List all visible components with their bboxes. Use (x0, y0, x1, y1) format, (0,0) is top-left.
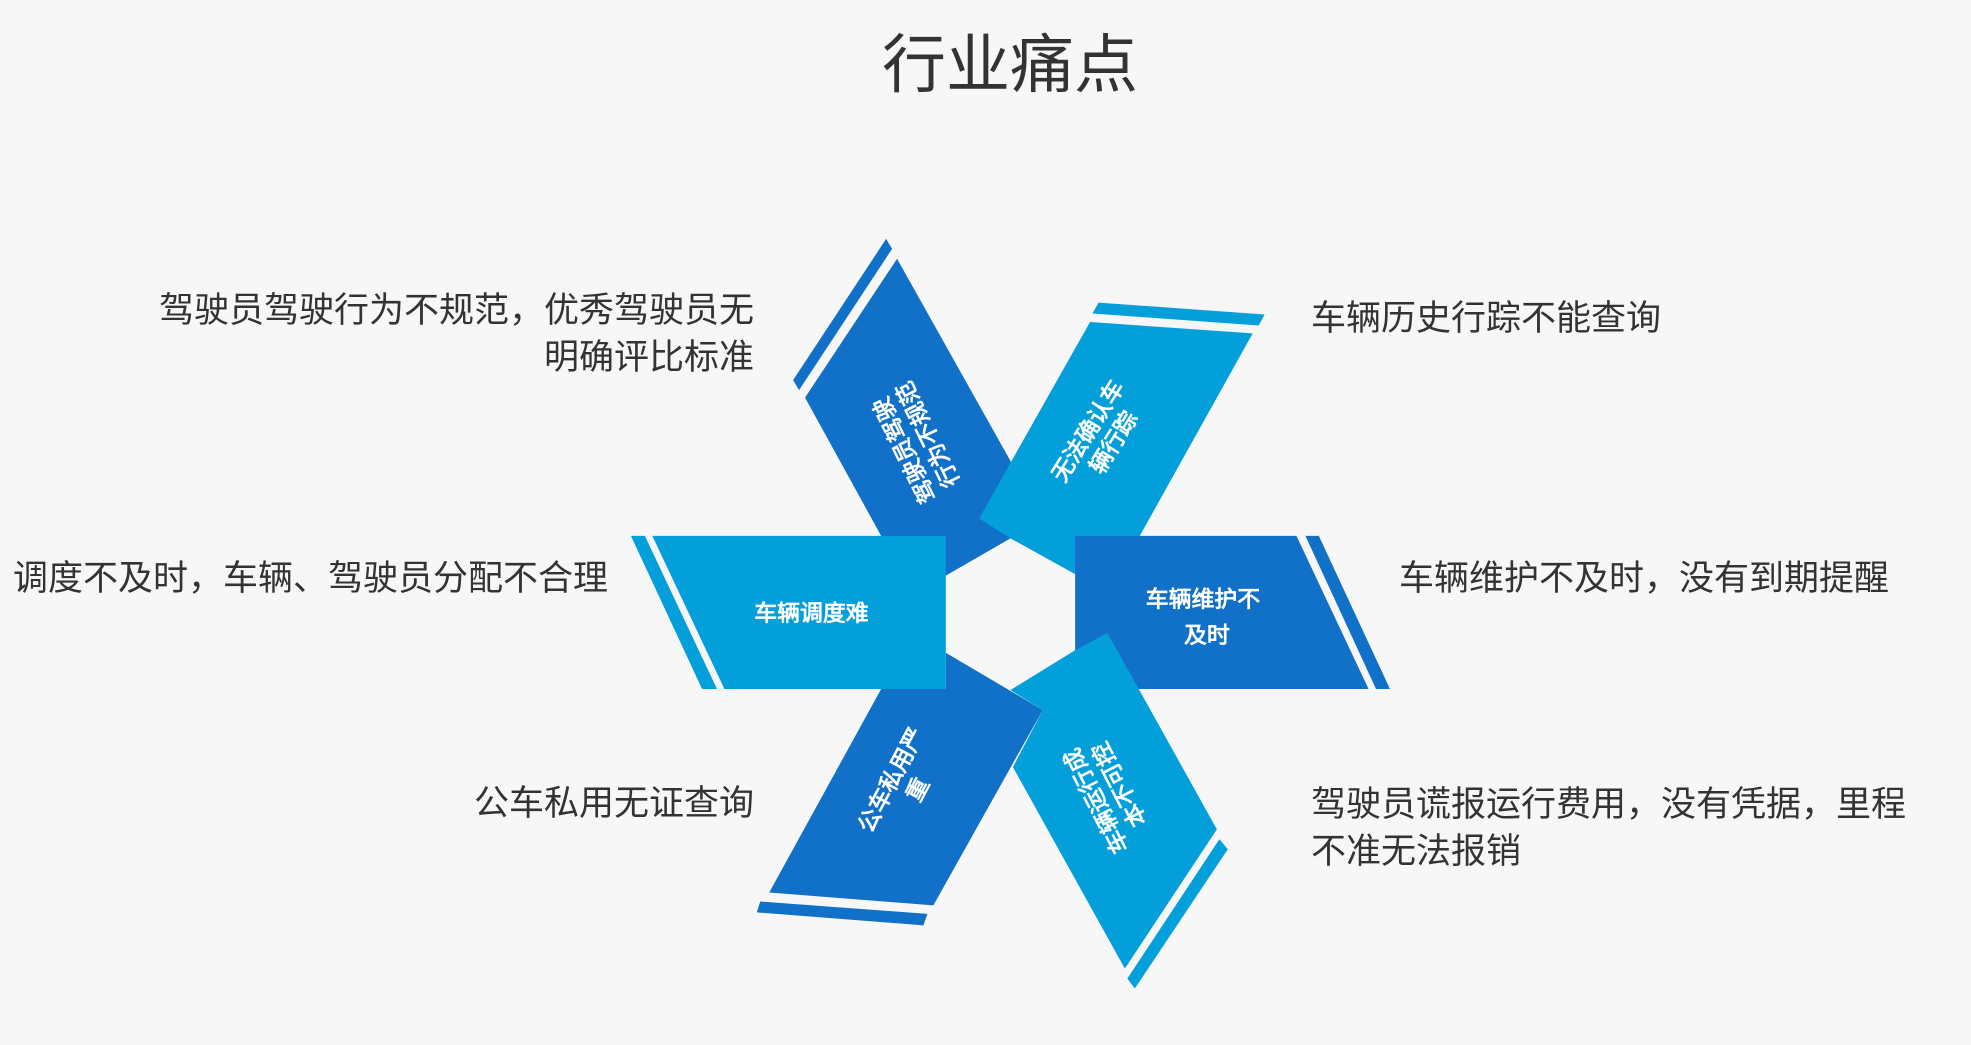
description-private-use: 公车私用无证查询 (474, 781, 754, 828)
description-driver-behavior: 驾驶员驾驶行为不规范，优秀驾驶员无 明确评比标准 (159, 288, 754, 382)
petal-text: 及时 (1184, 623, 1230, 649)
petal-driver-behavior: 驾驶员驾驶 行为不规范 (793, 238, 1021, 576)
petal-stripe (630, 535, 717, 690)
petal-track-unknown: 无法确认车 辆行踪 (979, 302, 1265, 575)
petal-private-use: 公车私用严 重 (756, 652, 1043, 926)
petal-shape (769, 652, 1043, 906)
description-line: 驾驶员谎报运行费用，没有凭据，里程 (1311, 785, 1907, 825)
description-maintenance: 车辆维护不及时，没有到期提醒 (1399, 556, 1889, 603)
petal-shape (1075, 535, 1369, 690)
petal-cost: 车辆运行成 本不可控 (1010, 632, 1228, 989)
description-line: 不准无法报销 (1311, 832, 1522, 872)
description-line: 调度不及时，车辆、驾驶员分配不合理 (13, 559, 609, 599)
petal-dispatch: 车辆调度难 (630, 535, 946, 690)
petal-text: 车辆维护不 (1146, 586, 1261, 613)
description-line: 明确评比标准 (543, 338, 754, 378)
page-title: 行业痛点 (882, 29, 1138, 103)
description-line: 公车私用无证查询 (473, 784, 754, 824)
petal-shape (979, 321, 1253, 575)
petal-stripe (1092, 302, 1265, 326)
svg-text:车辆维护不 及时: 车辆维护不 及时 (1146, 586, 1268, 649)
description-line: 车辆历史行踪不能查询 (1311, 299, 1662, 339)
petal-stripe (756, 901, 928, 926)
description-line: 驾驶员驾驶行为不规范，优秀驾驶员无 (158, 291, 754, 331)
description-track-unknown: 车辆历史行踪不能查询 (1311, 296, 1661, 343)
petal-shape (1010, 632, 1217, 969)
petal-maintenance: 车辆维护不 及时 (1075, 535, 1390, 690)
petal-shape (652, 535, 946, 690)
petal-shape (805, 258, 1021, 576)
petal-text: 车辆调度难 (754, 600, 869, 627)
petal-stripe (1127, 839, 1228, 989)
petal-stripe (1305, 535, 1390, 690)
description-cost: 驾驶员谎报运行费用，没有凭据，里程 不准无法报销 (1311, 782, 1906, 876)
description-dispatch: 调度不及时，车辆、驾驶员分配不合理 (13, 556, 608, 603)
description-line: 车辆维护不及时，没有到期提醒 (1399, 559, 1890, 599)
petal-stripe (793, 238, 893, 391)
